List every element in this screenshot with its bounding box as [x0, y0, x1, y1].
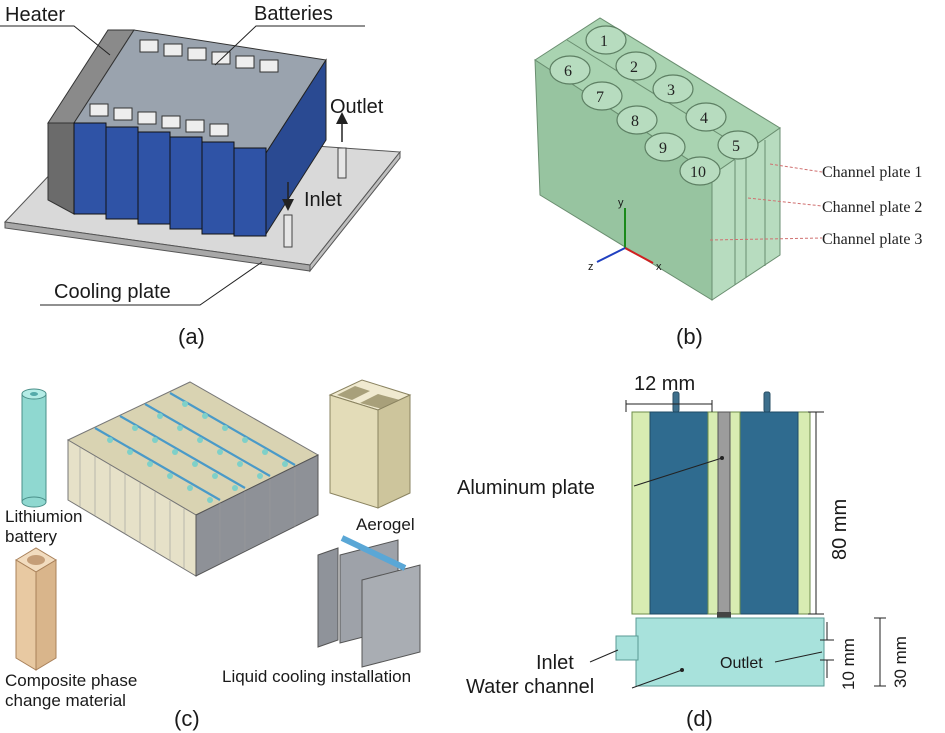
cell-num-9: 9 [659, 140, 667, 157]
cell-3 [652, 74, 694, 104]
label-height-dim: 80 mm [829, 499, 851, 560]
panel-a: Heater Batteries Outlet Inlet Cooling pl… [0, 3, 401, 349]
label-aerogel: Aerogel [356, 515, 415, 534]
panel-label-b: (b) [676, 324, 703, 349]
cell-7 [581, 81, 623, 111]
panel-c: Lithiumion battery Composite phase chang… [5, 379, 421, 731]
panel-label-c: (c) [174, 706, 200, 731]
cell-num-6: 6 [564, 63, 572, 80]
label-dim-10: 10 mm [839, 638, 858, 690]
label-pcm-2: change material [5, 691, 126, 710]
cell-num-2: 2 [630, 59, 638, 76]
cell-9 [644, 132, 686, 162]
cell-num-3: 3 [667, 82, 675, 99]
axes-triad: y x z [588, 197, 662, 273]
label-battery-1: Lithiumion [5, 507, 83, 526]
label-dim-30: 30 mm [891, 636, 910, 688]
cell-num-8: 8 [631, 113, 639, 130]
label-aluminum-plate: Aluminum plate [457, 477, 595, 499]
label-channel-plate-3: Channel plate 3 [822, 231, 922, 248]
cell-num-7: 7 [596, 89, 604, 106]
label-outlet: Outlet [330, 96, 384, 118]
battery-front [73, 122, 267, 237]
label-cooling-plate: Cooling plate [54, 281, 171, 303]
cooling-tubes [94, 392, 296, 501]
aerogel-shape [329, 394, 379, 509]
battery-terminals [89, 39, 279, 137]
liquid-cooling-shape [317, 535, 421, 668]
cells [549, 25, 759, 186]
inlet-port [615, 635, 639, 661]
aluminum-plate-shape [717, 411, 731, 615]
label-inlet-d: Inlet [536, 652, 574, 674]
cell-8 [616, 105, 658, 135]
label-inlet: Inlet [304, 189, 342, 211]
svg-text:y: y [618, 197, 624, 209]
svg-text:z: z [588, 261, 594, 273]
svg-text:x: x [656, 261, 662, 273]
battery-left [649, 411, 709, 615]
panel-label-d: (d) [686, 706, 713, 731]
label-batteries: Batteries [254, 3, 333, 25]
outlet-pipe [337, 147, 347, 179]
module-cells [107, 401, 288, 503]
label-channel-plate-1: Channel plate 1 [822, 164, 922, 181]
cell-5 [717, 130, 759, 160]
cell-num-1: 1 [600, 33, 608, 50]
label-pcm-1: Composite phase [5, 671, 137, 690]
panel-d: 12 mm 80 mm Aluminum plate 10 mm 30 mm I… [457, 373, 910, 731]
cell-num-5: 5 [732, 138, 740, 155]
pcm-shape [15, 559, 37, 671]
heater-shape [47, 122, 75, 215]
cell-10 [679, 156, 721, 186]
label-outlet-d: Outlet [720, 655, 763, 672]
label-heater: Heater [5, 4, 65, 26]
inlet-pipe [283, 214, 293, 248]
water-channel-shape [635, 617, 825, 687]
label-width-dim: 12 mm [634, 373, 695, 395]
panel-label-a: (a) [178, 324, 205, 349]
cell-4 [685, 102, 727, 132]
cell-2 [615, 51, 657, 81]
cell-num-4: 4 [700, 110, 708, 127]
cell-6 [549, 55, 591, 85]
label-water-channel: Water channel [466, 676, 594, 698]
label-battery-2: battery [5, 527, 57, 546]
battery-right [739, 411, 799, 615]
cell-num-10: 10 [690, 164, 706, 181]
lithium-battery-shape [21, 393, 47, 503]
panel-b: 1 2 3 4 5 6 7 8 9 10 y x z Channel plate… [534, 17, 922, 349]
label-channel-plate-2: Channel plate 2 [822, 199, 922, 216]
cell-1 [585, 25, 627, 55]
label-liquid-cooling: Liquid cooling installation [222, 667, 411, 686]
